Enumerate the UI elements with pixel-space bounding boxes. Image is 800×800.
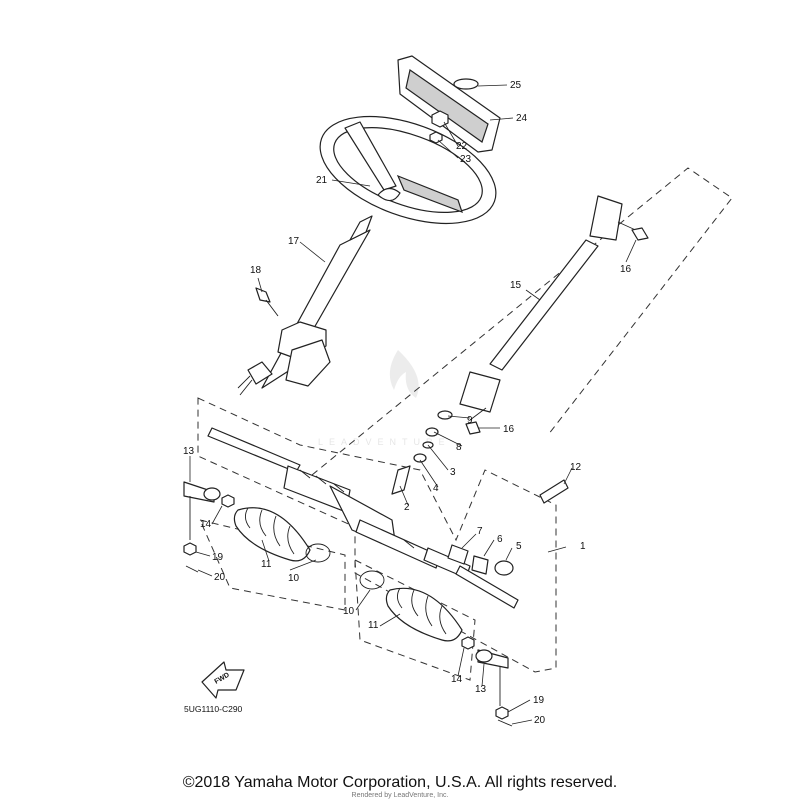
callout-2: 2 [404, 502, 410, 513]
callout-13-right: 13 [475, 684, 487, 695]
steering-column [237, 215, 373, 396]
hub-nut [429, 110, 449, 144]
callout-13-left: 13 [183, 446, 195, 457]
callout-19-left: 19 [212, 552, 224, 563]
callout-15: 15 [510, 280, 522, 291]
callout-1: 1 [580, 541, 586, 552]
callouts: 1 2 3 4 5 6 7 8 9 10 10 11 11 12 13 13 1… [183, 80, 632, 726]
steering-pad [397, 55, 501, 153]
column-assembly-dashline [311, 167, 733, 476]
boot-right [385, 587, 463, 642]
adjuster-parts [447, 544, 514, 576]
callout-24: 24 [516, 113, 528, 124]
callout-23: 23 [460, 154, 472, 165]
callout-19-right: 19 [533, 695, 545, 706]
rendered-by-notice: Rendered by LeadVenture, Inc. [351, 792, 449, 799]
callout-25: 25 [510, 80, 522, 91]
watermark-text: LEADVENTURE [318, 437, 451, 447]
callout-11-right: 11 [368, 620, 379, 631]
tie-rod-end-left [183, 481, 235, 573]
callout-5: 5 [516, 541, 522, 552]
callout-20-left: 20 [214, 572, 226, 583]
tie-rod-end-right [461, 636, 513, 727]
callout-9: 9 [467, 415, 473, 426]
watermark: LEADVENTURE [318, 350, 451, 447]
fwd-arrow-icon: FWD [201, 661, 245, 699]
callout-12: 12 [570, 462, 582, 473]
copyright-notice: ©2018 Yamaha Motor Corporation, U.S.A. A… [182, 774, 618, 791]
callout-3: 3 [450, 467, 456, 478]
callout-10-right: 10 [343, 606, 355, 617]
callout-16-upper: 16 [620, 264, 632, 275]
steering-wheel [319, 115, 497, 225]
diagram-code: 5UG1110-C290 [184, 704, 243, 714]
callout-11-left: 11 [261, 559, 272, 570]
callout-14-left: 14 [200, 519, 212, 530]
callout-16-lower: 16 [503, 424, 515, 435]
callout-18: 18 [250, 265, 262, 276]
callout-4: 4 [433, 483, 439, 494]
rack-housing [207, 427, 519, 609]
bolt-16-upper [631, 227, 649, 241]
callout-10-left: 10 [288, 573, 300, 584]
bolt-12 [539, 479, 569, 504]
callout-14-right: 14 [451, 674, 463, 685]
callout-22: 22 [456, 141, 468, 152]
column-bolt-18 [255, 287, 279, 317]
clamps [305, 543, 385, 590]
callout-8: 8 [456, 442, 462, 453]
bolt-16-lower [465, 421, 481, 435]
callout-7: 7 [477, 526, 483, 537]
intermediate-shaft [459, 195, 641, 421]
emblem-disc [453, 78, 479, 90]
callout-17: 17 [288, 236, 300, 247]
callout-20-right: 20 [534, 715, 546, 726]
callout-6: 6 [497, 534, 503, 545]
pinion-seal-stack [391, 410, 453, 495]
callout-21: 21 [316, 175, 328, 186]
callout-leaders [189, 84, 637, 725]
boot-left [233, 507, 311, 562]
